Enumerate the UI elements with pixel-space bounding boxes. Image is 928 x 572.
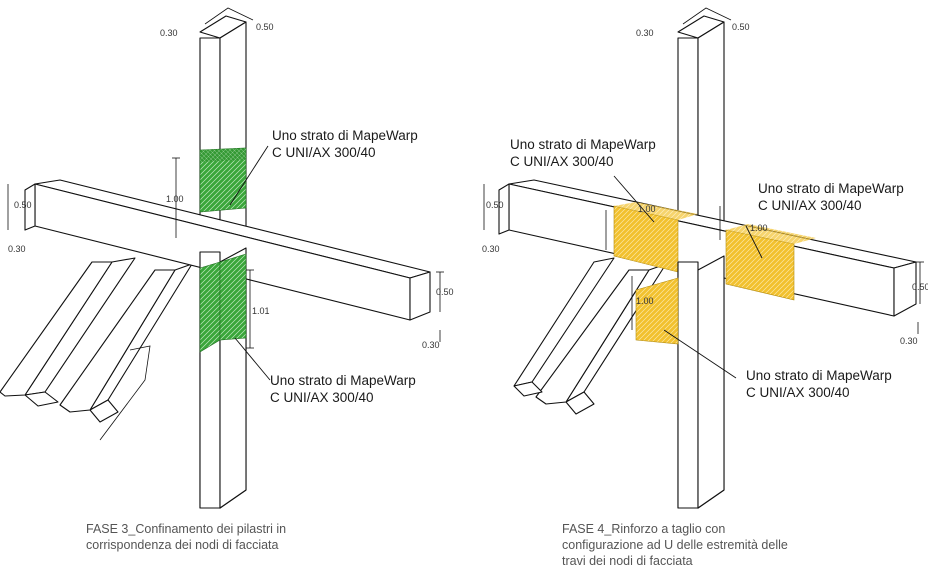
panel-fase-4: 0.30 0.50 0.50 0.30 1.00 1.00 1.00 0.50 … <box>464 0 928 572</box>
dim-left-b: 0.30 <box>8 244 26 254</box>
dimension-lines <box>7 7 444 349</box>
dim-top-b: 0.50 <box>256 22 274 32</box>
callout-bottom: Uno strato di MapeWarp C UNI/AX 300/40 <box>270 373 416 405</box>
green-wrap-bottom <box>199 253 247 353</box>
callout-top-right: Uno strato di MapeWarp C UNI/AX 300/40 <box>758 181 904 213</box>
main-beam <box>24 179 431 321</box>
callout-bottom: Uno strato di MapeWarp C UNI/AX 300/40 <box>746 368 892 400</box>
yellow-wrap-down <box>635 277 679 345</box>
dim-right-b: 0.30 <box>900 336 918 346</box>
dim-wrap-right: 1.00 <box>750 223 768 233</box>
yellow-wrap-right <box>725 224 816 301</box>
dim-top-b: 0.50 <box>732 22 750 32</box>
leader-top <box>229 145 269 206</box>
drawing-fase-4: 0.30 0.50 0.50 0.30 1.00 1.00 1.00 0.50 … <box>482 7 928 509</box>
leader-top-right <box>745 225 763 259</box>
caption-fase-4: FASE 4_Rinforzo a taglio con configurazi… <box>562 522 788 568</box>
yellow-wrap-left <box>613 202 698 273</box>
callout-top-left: Uno strato di MapeWarp C UNI/AX 300/40 <box>510 137 656 169</box>
dim-right-a: 0.50 <box>436 287 454 297</box>
leader-bottom <box>663 329 737 379</box>
panel-fase-3: 0.30 0.50 0.50 0.30 1.00 1.01 0.50 0.30 … <box>0 7 454 552</box>
callout-top: Uno strato di MapeWarp C UNI/AX 300/40 <box>272 128 418 160</box>
secondary-beams <box>0 257 193 441</box>
dim-right-a: 0.50 <box>912 282 928 292</box>
dim-top-a: 0.30 <box>636 28 654 38</box>
dim-wrap-down: 1.00 <box>636 296 654 306</box>
caption-fase-3: FASE 3_Confinamento dei pilastri in corr… <box>86 522 287 552</box>
dimension-lines <box>483 7 924 334</box>
main-beam <box>498 179 917 317</box>
dim-left-a: 0.50 <box>14 200 32 210</box>
dim-left-a: 0.50 <box>486 200 504 210</box>
dim-wrap-left: 1.00 <box>638 204 656 214</box>
dim-left-b: 0.30 <box>482 244 500 254</box>
dim-wrap-top: 1.00 <box>166 194 184 204</box>
drawing-fase-3: 0.30 0.50 0.50 0.30 1.00 1.01 0.50 0.30 <box>0 7 454 509</box>
column-front <box>677 255 725 509</box>
dim-top-a: 0.30 <box>160 28 178 38</box>
leader-top-left <box>613 175 655 223</box>
green-wrap-top <box>199 147 247 213</box>
dim-wrap-bottom: 1.01 <box>252 306 270 316</box>
dim-right-b: 0.30 <box>422 340 440 350</box>
leader-bottom <box>234 337 271 381</box>
